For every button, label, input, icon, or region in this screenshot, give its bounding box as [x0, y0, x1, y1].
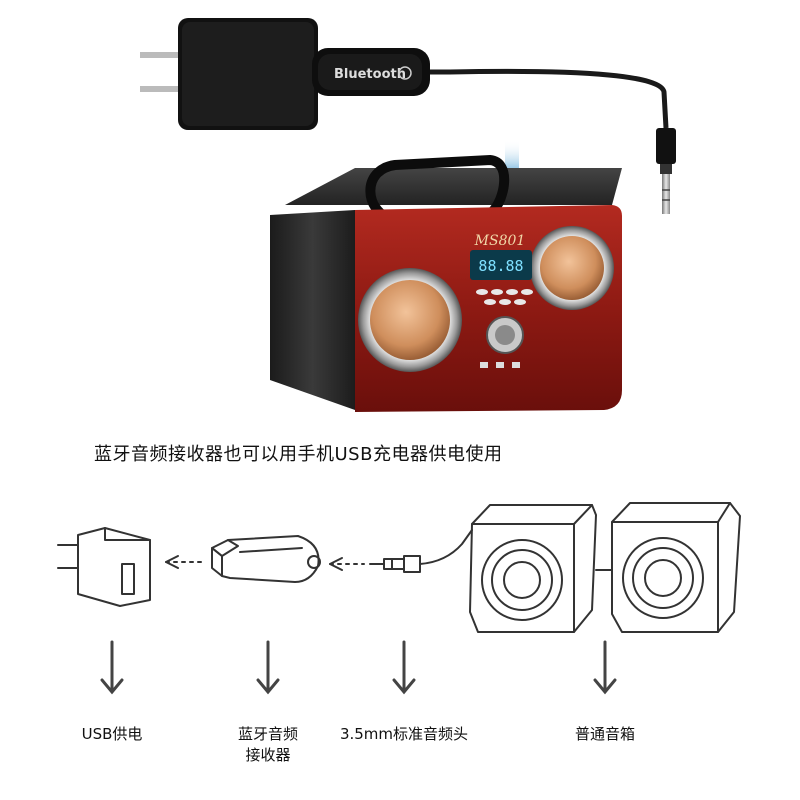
- speaker-photo: MS801 88.88: [270, 154, 622, 412]
- caption-text: 蓝牙音频接收器也可以用手机USB充电器供电使用: [94, 444, 503, 465]
- usb-charger-icon: [57, 527, 151, 607]
- label-speaker: 普通音箱: [574, 725, 635, 743]
- down-arrow-icon: [392, 640, 416, 695]
- product-photo: Bluetooth MS801 88.88: [140, 18, 676, 412]
- label-usb-power: USB供电: [81, 725, 143, 743]
- speaker-cube-icon: [611, 502, 741, 633]
- down-arrow-icon: [256, 640, 280, 695]
- audio-plug-icon: [369, 529, 473, 573]
- label-receiver-line2: 接收器: [245, 746, 291, 764]
- speaker-display: [470, 250, 532, 280]
- link-arrow-icon: [165, 555, 207, 569]
- speaker-cube-icon: [469, 504, 597, 633]
- bluetooth-logo-icon: [398, 66, 412, 80]
- speaker-display-digits: 88.88: [478, 257, 523, 275]
- label-receiver-line1: 蓝牙音频: [237, 725, 298, 743]
- charger-with-dongle: Bluetooth: [140, 18, 676, 214]
- speaker-model-text: MS801: [474, 233, 526, 249]
- link-arrow-icon: [329, 557, 365, 571]
- down-arrow-icon: [593, 640, 617, 695]
- label-audio-plug: 3.5mm标准音频头: [339, 725, 469, 743]
- down-arrow-icon: [100, 640, 124, 695]
- dongle-brand-text: Bluetooth: [334, 67, 406, 82]
- connection-diagram: [57, 502, 741, 695]
- bluetooth-receiver-icon: [211, 535, 321, 583]
